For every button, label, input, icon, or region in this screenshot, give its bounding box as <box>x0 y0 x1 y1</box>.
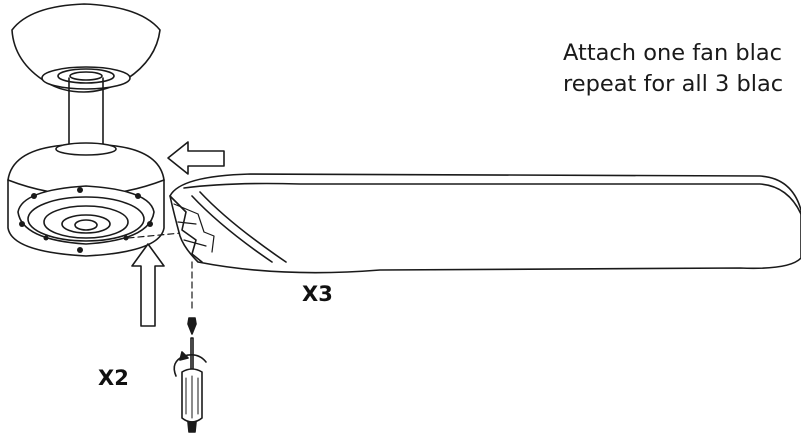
blade-quantity-label: X3 <box>302 282 333 306</box>
arrow-up-icon <box>131 243 165 327</box>
arrow-left-icon <box>167 141 225 175</box>
screw-icon <box>187 317 197 335</box>
screw-holes <box>19 187 153 253</box>
instruction-line-2: repeat for all 3 blac <box>563 71 784 97</box>
ceiling-canopy <box>11 3 161 93</box>
instruction-text: Attach one fan blac repeat for all 3 bla… <box>563 38 783 100</box>
fan-blade <box>169 173 801 274</box>
screw-quantity-label: X2 <box>98 366 129 390</box>
motor-housing <box>7 142 165 257</box>
screwdriver-icon <box>173 337 207 433</box>
instruction-line-1: Attach one fan blac <box>563 40 783 66</box>
